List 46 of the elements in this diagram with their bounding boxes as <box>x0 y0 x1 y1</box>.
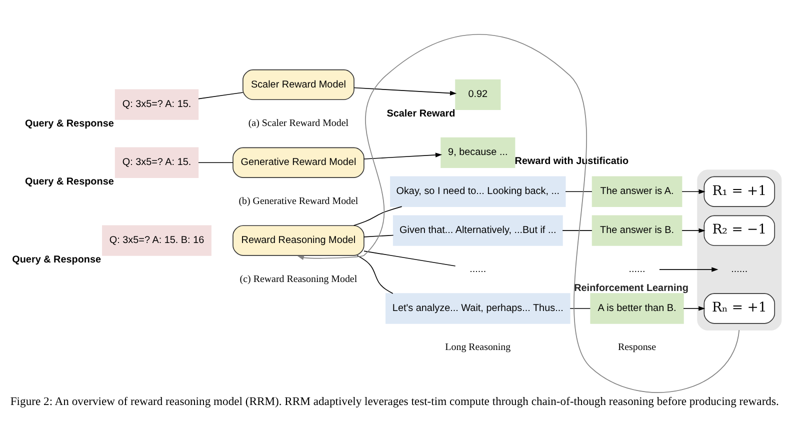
connector <box>353 206 402 226</box>
label: Long Reasoning <box>445 342 511 353</box>
label: (b) Generative Reward Model <box>238 196 358 207</box>
node-box: Reward Reasoning Model <box>232 224 364 256</box>
node-text: ...... <box>628 264 646 275</box>
arrow <box>683 306 706 310</box>
node-label: Query & Response <box>24 176 114 188</box>
node-box: Given that... Alternatively, ...But if ... <box>392 214 563 246</box>
label: (a) Scaler Reward Model <box>248 118 349 129</box>
connector <box>356 254 394 294</box>
connector <box>364 234 394 237</box>
arrow <box>364 152 442 159</box>
node-box: Q: 3x5=? A: 15. B: 16 <box>102 224 212 256</box>
node-box: 9, because ... <box>440 136 516 168</box>
node-box: Scaler Reward Model <box>242 68 354 100</box>
arrow <box>297 33 740 392</box>
node-box: R₁ = +1 <box>704 176 776 206</box>
node-box: The answer is B. <box>592 214 682 246</box>
node-text: ...... <box>731 264 748 275</box>
connector <box>198 92 244 99</box>
node-box: 0.92 <box>455 78 501 110</box>
node-label: Reward with Justificatio <box>514 155 629 166</box>
connector <box>198 162 234 163</box>
node-label: Query & Response <box>24 118 114 130</box>
node-box: Q: 3x5=? A: 15. <box>114 146 199 178</box>
label: (c) Reward Reasoning Model <box>240 274 358 285</box>
label: Response <box>618 342 656 353</box>
node-text: ...... <box>470 264 486 275</box>
edge-label: Reinforcement Learning <box>574 282 688 294</box>
connector <box>565 190 592 192</box>
node-box: Okay, so I need to... Looking back, ... <box>390 176 566 206</box>
node-box: R₂ = −1 <box>704 214 776 246</box>
node-label: Scaler Reward <box>386 108 456 120</box>
connector <box>364 250 456 266</box>
node-box: A is better than B. <box>590 292 684 324</box>
arrow <box>682 228 706 232</box>
node-box: Let's analyze... Wait, perhaps... Thus... <box>386 292 570 324</box>
node-box: The answer is A. <box>592 176 682 206</box>
node-box: Generative Reward Model <box>232 146 364 178</box>
arrow <box>659 266 718 272</box>
node-box: Rₙ = +1 <box>704 292 776 324</box>
node-label: Query & Response <box>12 254 102 266</box>
node-box: Q: 3x5=? A: 15. <box>114 88 199 120</box>
arrow <box>682 188 706 194</box>
caption: Figure 2: An overview of reward reasoning model (RRM). RRM adaptively leverages test-tim compute through chain-of-though reasoning before producing rewards. <box>10 394 779 408</box>
arrow <box>354 86 457 95</box>
